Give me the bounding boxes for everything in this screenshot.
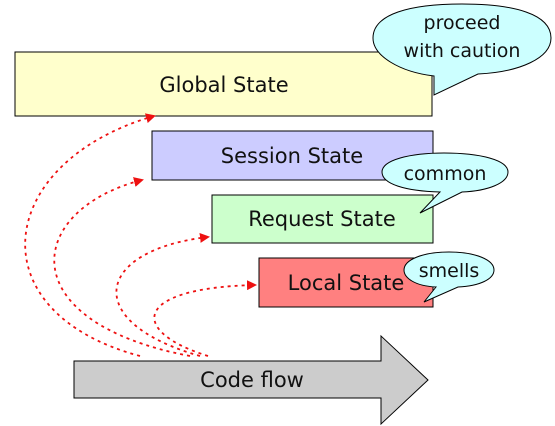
local-state-rect (258, 257, 434, 308)
caution-bubble-line2: with caution (404, 40, 521, 62)
code-flow-arrow: Code flow (73, 334, 429, 426)
code-flow-shape (73, 334, 429, 426)
local-state-label: Local State (288, 271, 405, 295)
request-state-rect (211, 194, 434, 244)
local-state-box: Local State (258, 257, 434, 308)
common-bubble-shape (381, 152, 509, 214)
session-state-box: Session State (151, 130, 434, 181)
session-state-label: Session State (221, 144, 363, 168)
connector-global (24, 113, 156, 357)
smells-bubble-shape (403, 251, 495, 303)
global-state-label: Global State (159, 73, 288, 97)
global-state-rect (14, 51, 433, 117)
connectors (24, 113, 257, 357)
common-bubble-label: common (404, 163, 487, 185)
connector-local (153, 280, 257, 357)
caution-bubble-shape (372, 3, 552, 96)
smells-bubble: smells (403, 251, 495, 303)
caution-bubble-line1: proceed (424, 12, 501, 34)
global-state-box: Global State (14, 51, 433, 117)
request-state-label: Request State (248, 207, 396, 231)
caution-bubble: proceed with caution (372, 3, 552, 96)
common-bubble: common (381, 152, 509, 214)
code-flow-label: Code flow (200, 368, 304, 392)
request-state-box: Request State (211, 194, 434, 244)
smells-bubble-label: smells (419, 260, 480, 282)
connector-session (53, 177, 191, 357)
connector-request (115, 232, 210, 357)
